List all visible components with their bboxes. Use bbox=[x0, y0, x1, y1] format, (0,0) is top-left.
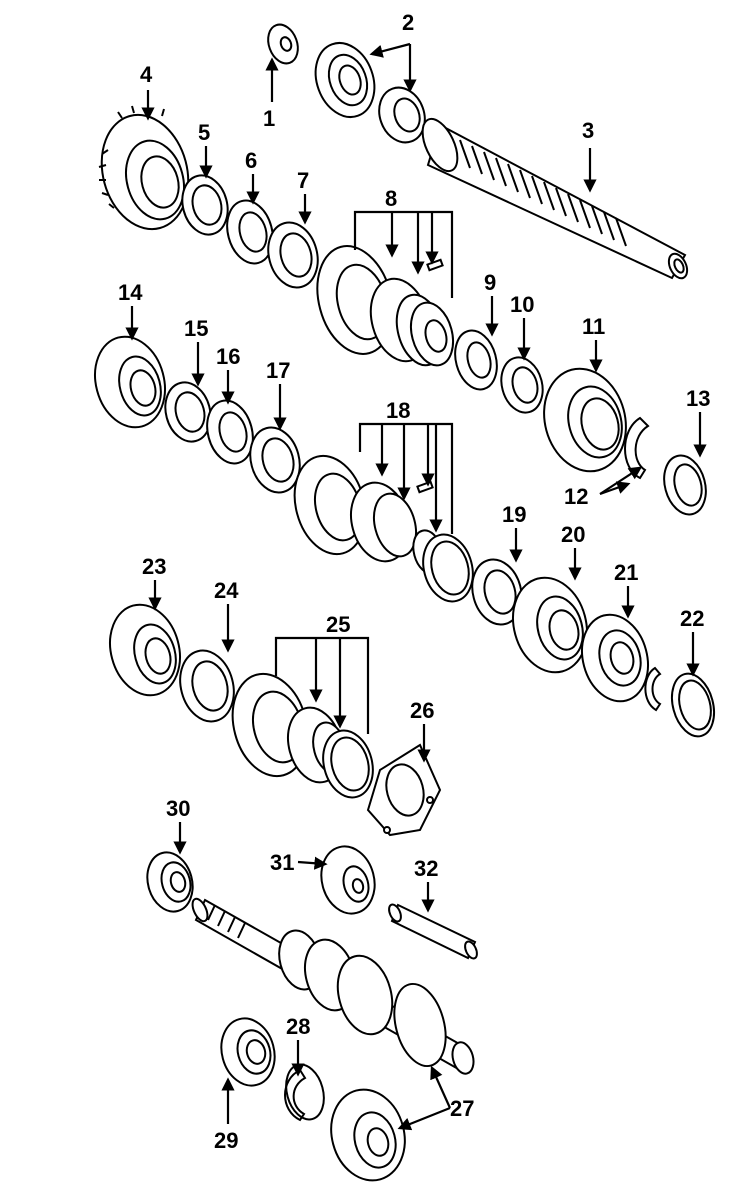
callout-20: 20 bbox=[561, 522, 585, 547]
part-7-synchro-ring[interactable] bbox=[261, 217, 324, 293]
leader-lines bbox=[125, 42, 707, 1131]
callout-9: 9 bbox=[484, 270, 496, 295]
part-29-bearing[interactable] bbox=[214, 1012, 282, 1091]
callout-13: 13 bbox=[686, 386, 710, 411]
part-11-gear[interactable] bbox=[533, 359, 637, 480]
part-17-synchro-ring[interactable] bbox=[243, 422, 306, 498]
part-27-gear[interactable] bbox=[321, 1081, 414, 1188]
part-10-synchro-ring[interactable] bbox=[495, 353, 548, 417]
part-27-countershaft[interactable] bbox=[189, 897, 476, 1076]
part-31-reverse-idler-gear[interactable] bbox=[314, 840, 382, 919]
callout-7: 7 bbox=[297, 168, 309, 193]
part-20-gear[interactable] bbox=[503, 569, 597, 680]
part-21-bearing[interactable] bbox=[573, 607, 662, 712]
callout-19: 19 bbox=[502, 502, 526, 527]
callout-18: 18 bbox=[386, 398, 410, 423]
part-9-cone-ring[interactable] bbox=[449, 326, 503, 394]
callout-6: 6 bbox=[245, 148, 257, 173]
callout-5: 5 bbox=[198, 120, 210, 145]
part-13-thrust-washer[interactable] bbox=[658, 451, 712, 519]
callout-32: 32 bbox=[414, 856, 438, 881]
callout-1: 1 bbox=[263, 106, 275, 131]
callout-12: 12 bbox=[564, 484, 588, 509]
part-23-gear[interactable] bbox=[100, 597, 189, 703]
part-6-cone-ring[interactable] bbox=[220, 195, 279, 268]
callout-24: 24 bbox=[214, 578, 239, 603]
callout-30: 30 bbox=[166, 796, 190, 821]
callout-26: 26 bbox=[410, 698, 434, 723]
callout-4: 4 bbox=[140, 62, 153, 87]
part-8-synchro-hub-assembly[interactable] bbox=[306, 238, 460, 371]
part-16-cone-ring[interactable] bbox=[200, 395, 259, 468]
callout-8: 8 bbox=[385, 186, 397, 211]
part-3-mainshaft[interactable] bbox=[415, 114, 690, 281]
part-26-bearing-retainer[interactable] bbox=[366, 743, 442, 837]
callout-21: 21 bbox=[614, 560, 638, 585]
callout-14: 14 bbox=[118, 280, 143, 305]
callout-27: 27 bbox=[450, 1096, 474, 1121]
part-14-gear[interactable] bbox=[85, 329, 174, 435]
part-25-synchro-hub-assembly[interactable] bbox=[222, 665, 380, 803]
part-5-synchro-ring[interactable] bbox=[176, 170, 234, 239]
part-18-synchro-hub-assembly[interactable] bbox=[284, 448, 480, 607]
callout-25: 25 bbox=[326, 612, 350, 637]
part-2-bearing[interactable] bbox=[306, 35, 433, 149]
part-1-washer[interactable] bbox=[263, 20, 303, 67]
part-30-bearing[interactable] bbox=[141, 847, 199, 916]
part-4-gear[interactable] bbox=[89, 105, 200, 239]
callout-22: 22 bbox=[680, 606, 704, 631]
callout-31: 31 bbox=[270, 850, 294, 875]
callout-23: 23 bbox=[142, 554, 166, 579]
callout-10: 10 bbox=[510, 292, 534, 317]
callout-15: 15 bbox=[184, 316, 208, 341]
part-15-synchro-ring[interactable] bbox=[159, 377, 217, 446]
part-19-synchro-ring[interactable] bbox=[465, 554, 528, 630]
callout-28: 28 bbox=[286, 1014, 310, 1039]
callout-11: 11 bbox=[582, 314, 605, 339]
callout-16: 16 bbox=[216, 344, 240, 369]
part-32-idler-shaft[interactable] bbox=[387, 903, 480, 961]
part-28-snap-ring[interactable] bbox=[280, 1060, 329, 1123]
part-22-snap-ring[interactable] bbox=[665, 669, 720, 741]
callout-labels: 1 2 3 4 5 6 7 8 9 10 11 12 13 14 15 16 1… bbox=[118, 10, 710, 1153]
callout-17: 17 bbox=[266, 358, 290, 383]
part-24-synchro-ring[interactable] bbox=[173, 644, 242, 727]
callout-3: 3 bbox=[582, 118, 594, 143]
callout-2: 2 bbox=[402, 10, 414, 35]
callout-29: 29 bbox=[214, 1128, 238, 1153]
